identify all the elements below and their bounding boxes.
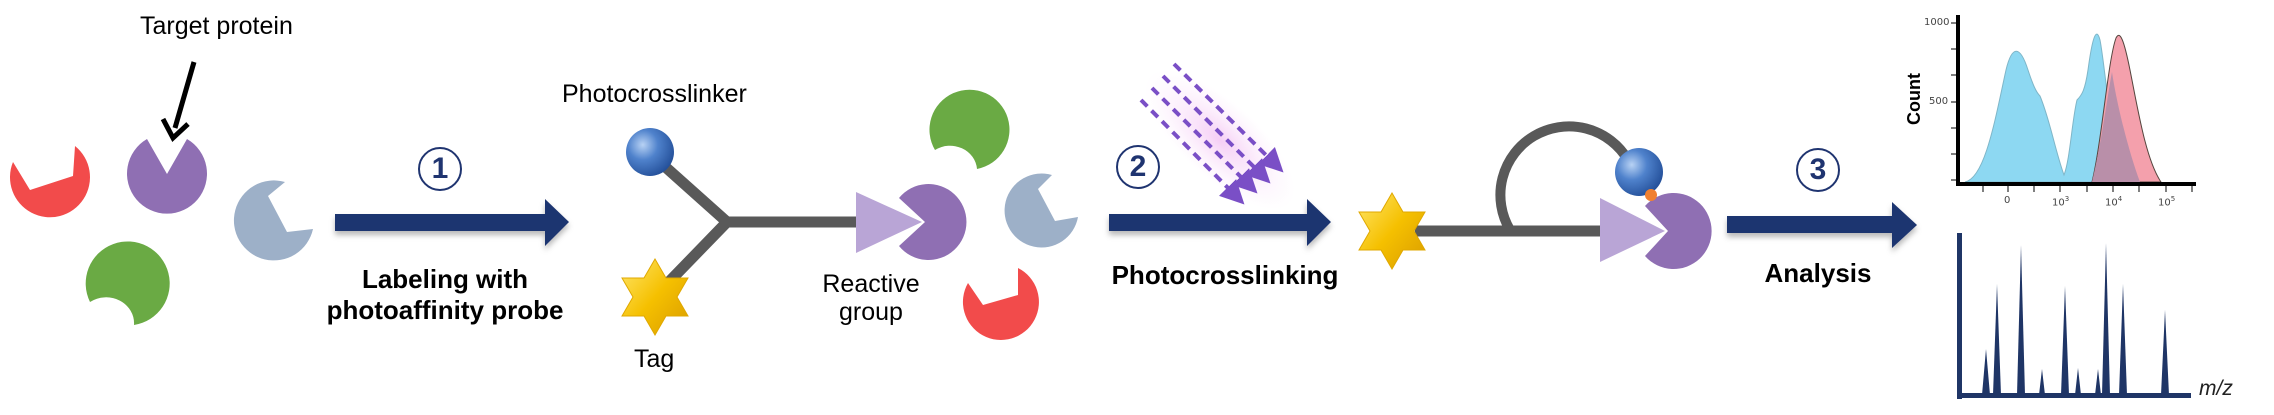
reactive-group-triangle bbox=[856, 192, 922, 253]
step-2-arrow bbox=[1109, 199, 1331, 246]
x-tick-1e5: 105 bbox=[2158, 195, 2176, 209]
uv-light-rays bbox=[1139, 62, 1296, 210]
protein-purple-target bbox=[127, 139, 207, 214]
photoaffinity-probe bbox=[621, 128, 967, 336]
step-1-arrow bbox=[335, 199, 569, 246]
step-3-number: 3 bbox=[1796, 148, 1840, 192]
reactive-group-triangle-2 bbox=[1600, 198, 1665, 262]
step-3-arrow bbox=[1727, 202, 1917, 248]
y-tick-500: 500 bbox=[1929, 96, 1949, 107]
target-protein-label: Target protein bbox=[140, 12, 293, 40]
protein-pool-right bbox=[929, 89, 1078, 340]
protein-red-2 bbox=[962, 268, 1039, 340]
protein-gray bbox=[233, 180, 313, 261]
photocrosslinker-label: Photocrosslinker bbox=[562, 80, 747, 108]
reactive-group-line2: group bbox=[839, 298, 903, 326]
step-2-label: Photocrosslinking bbox=[1111, 260, 1339, 290]
protein-pool-left bbox=[9, 61, 313, 325]
x-tick-0: 0 bbox=[2004, 195, 2011, 206]
histogram-ylabel: Count bbox=[1904, 73, 1924, 125]
x-tick-1e3: 103 bbox=[2052, 195, 2070, 209]
tag-star-icon-2 bbox=[1358, 192, 1426, 270]
protein-green bbox=[85, 241, 170, 325]
x-tick-1e4: 104 bbox=[2105, 195, 2123, 209]
reactive-group-line1: Reactive bbox=[822, 270, 920, 298]
protein-purple-bound bbox=[899, 184, 967, 260]
photocrosslinker-sphere bbox=[626, 128, 674, 176]
protein-red bbox=[9, 146, 90, 218]
histogram-blue-area bbox=[1964, 33, 2121, 183]
step-1-label: Labeling with photoaffinity probe bbox=[305, 264, 585, 326]
step-3-label: Analysis bbox=[1764, 258, 1872, 288]
tag-label: Tag bbox=[634, 345, 675, 373]
histogram-chart bbox=[1951, 15, 2196, 192]
y-tick-1000: 1000 bbox=[1924, 17, 1950, 28]
photocrosslinker-sphere-2 bbox=[1615, 148, 1663, 196]
mass-spectrum-chart bbox=[1957, 233, 2191, 399]
step-2-number: 2 bbox=[1116, 145, 1160, 189]
spectrum-xlabel: m/z bbox=[2199, 377, 2233, 400]
crosslinked-complex bbox=[1358, 121, 1712, 270]
step-1-label-line1: Labeling with bbox=[361, 264, 529, 294]
protein-green-2 bbox=[929, 89, 1010, 169]
step-1-number: 1 bbox=[418, 147, 462, 191]
reactive-group-label: Reactive group bbox=[815, 270, 927, 326]
step-1-label-line2: photoaffinity probe bbox=[326, 295, 564, 325]
target-pointer-arrow bbox=[172, 61, 197, 129]
protein-purple-crosslinked bbox=[1645, 192, 1712, 269]
crosslink-bond-dot bbox=[1645, 189, 1657, 201]
tag-star-icon bbox=[621, 258, 689, 336]
protein-gray-2 bbox=[1004, 173, 1078, 248]
